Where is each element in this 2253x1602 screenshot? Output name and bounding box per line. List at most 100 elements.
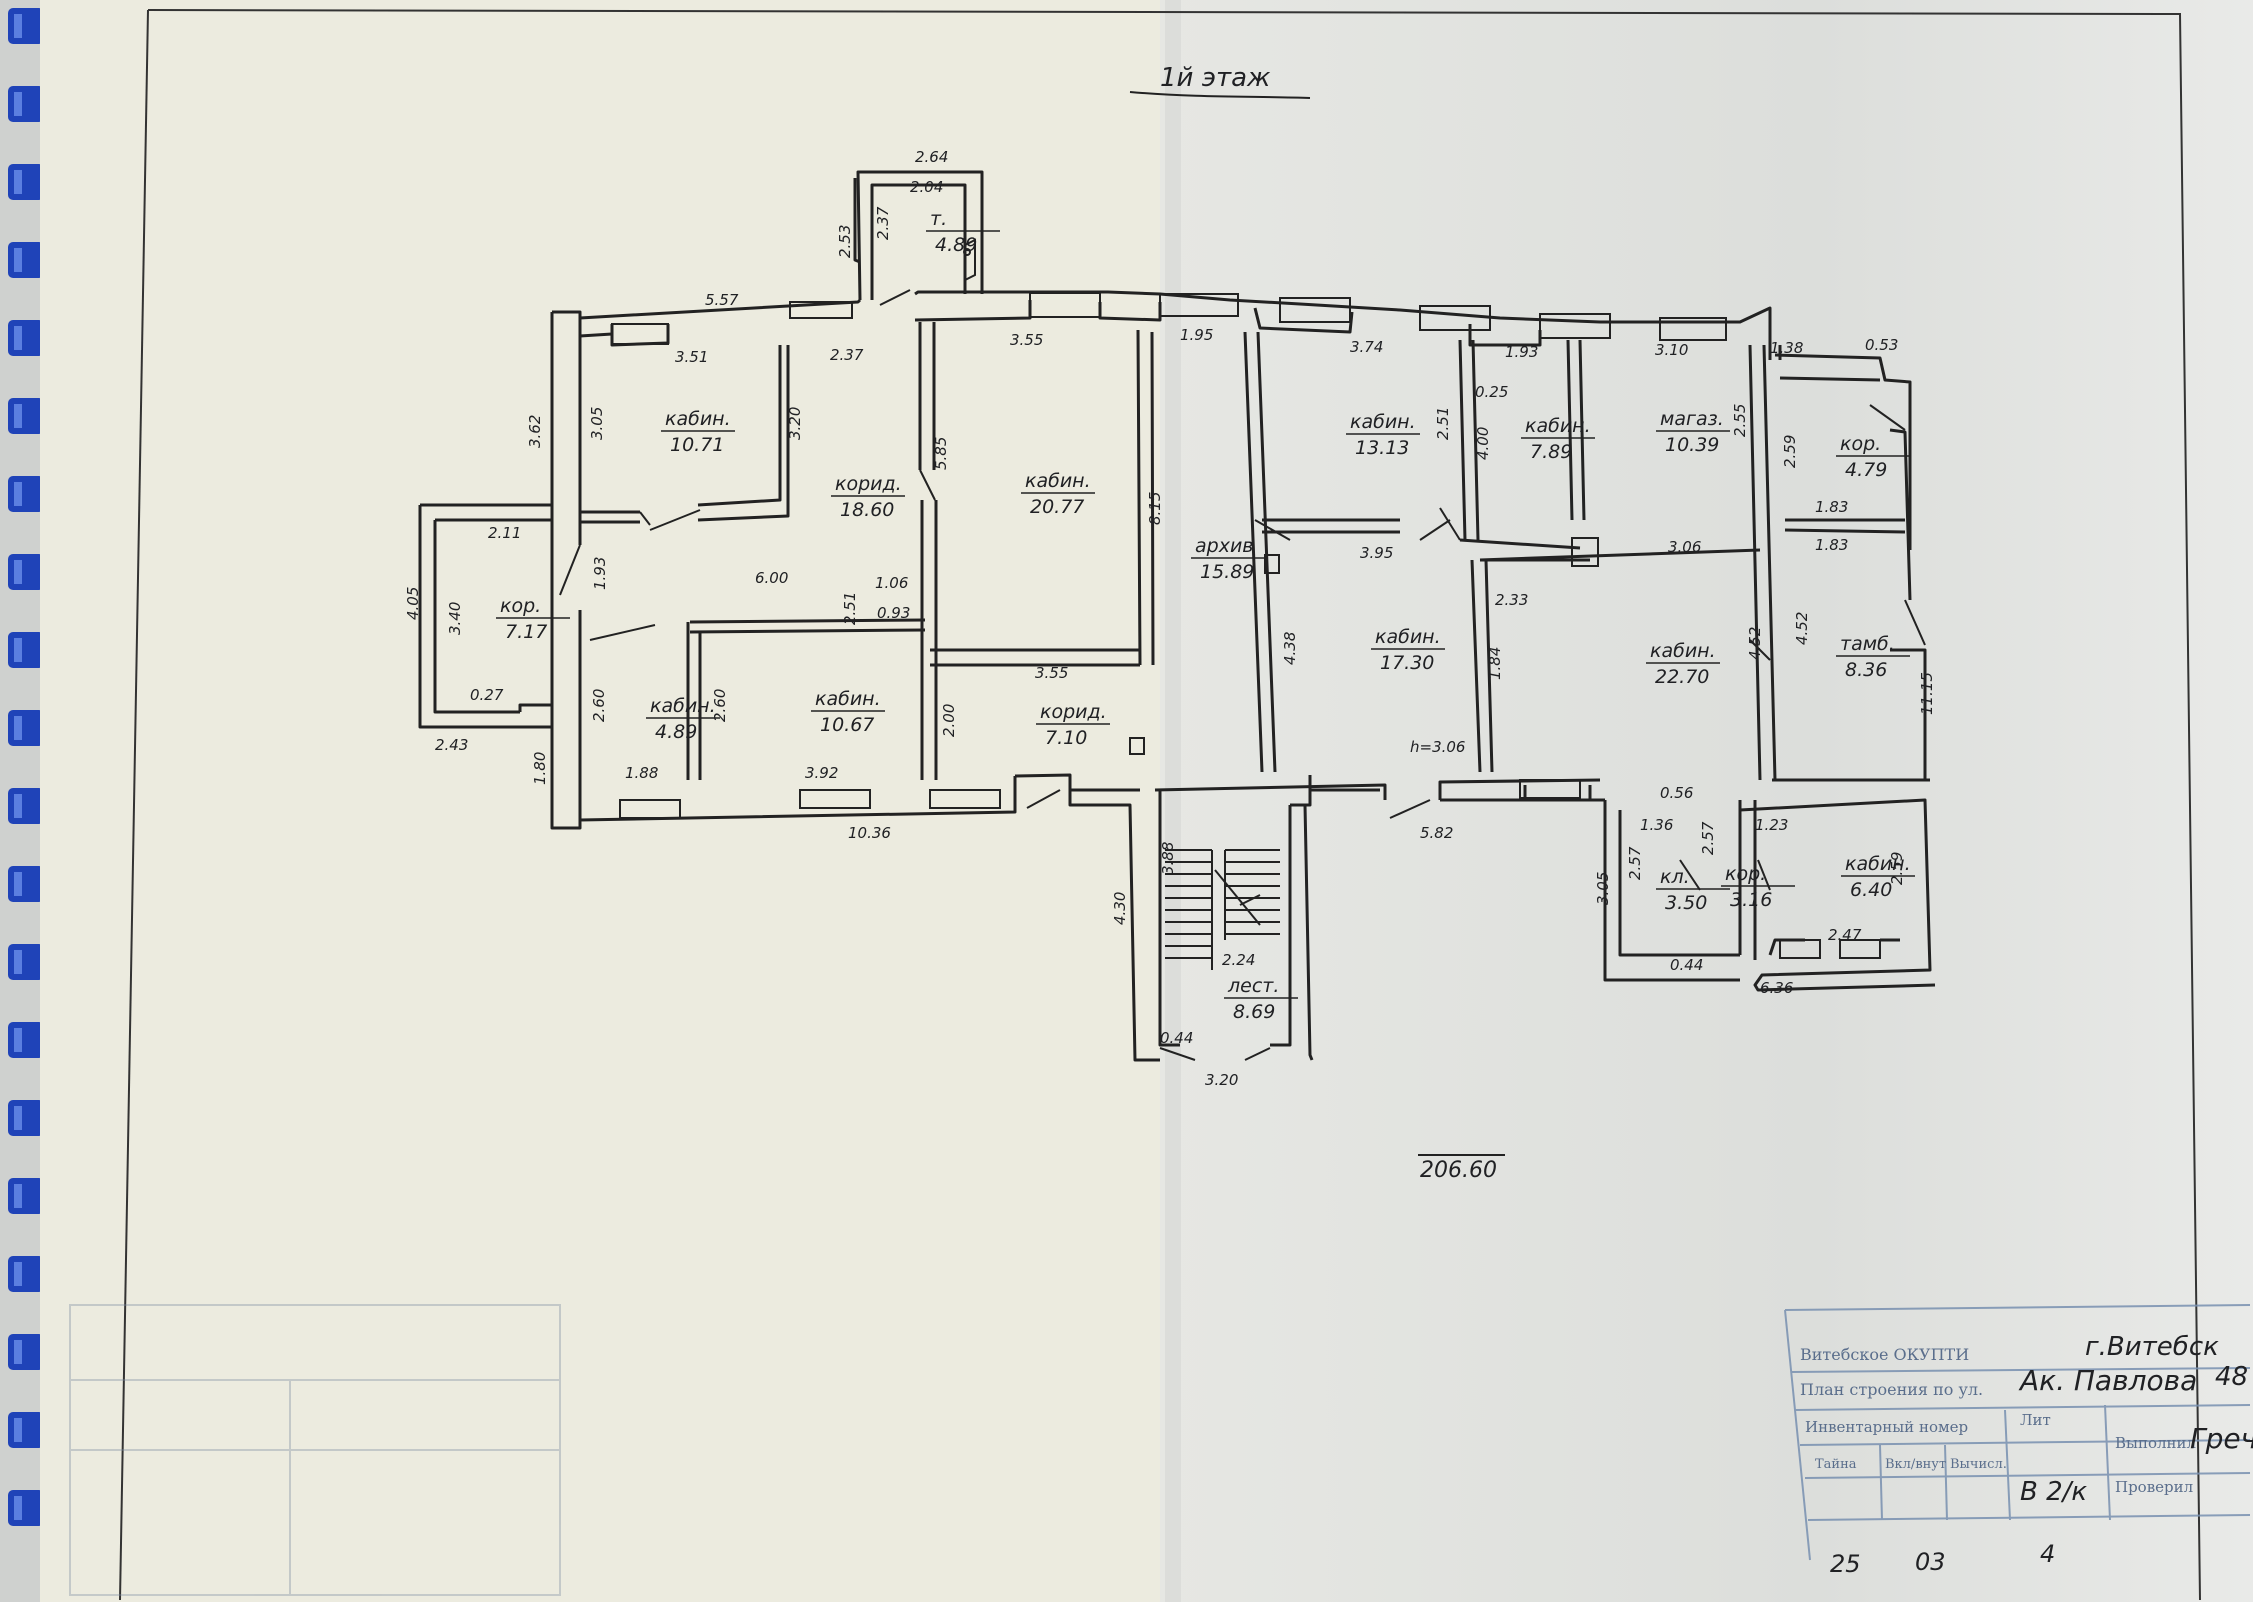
left-page xyxy=(40,0,1180,1602)
dimension-label: 2.43 xyxy=(435,736,468,754)
dimension-label: 2.59 xyxy=(1888,852,1906,885)
printed-check: Проверил xyxy=(2115,1478,2193,1496)
dimension-label: 3.95 xyxy=(1360,544,1393,562)
fixtures xyxy=(963,238,1599,755)
dimension-label: 1.80 xyxy=(531,752,549,785)
drawing-frame xyxy=(147,9,2201,1601)
room-name: кабин. xyxy=(815,688,881,710)
printed-inv: Инвентарный номер xyxy=(1805,1418,1968,1436)
dimension-label: 2.60 xyxy=(711,689,729,722)
dimension-label: 0.44 xyxy=(1670,956,1703,974)
room-area: 4.79 xyxy=(1845,459,1887,481)
dimension-label: 0.27 xyxy=(470,686,504,704)
room-area: 10.71 xyxy=(670,434,724,456)
windows xyxy=(611,292,1881,959)
dimension-label: 0.56 xyxy=(1660,784,1693,802)
dimension-label: 1.93 xyxy=(1505,343,1538,361)
doors xyxy=(559,289,1926,1061)
room-area: 4.89 xyxy=(935,234,977,256)
room-name: кор. xyxy=(1840,433,1881,455)
floor-plan-walls xyxy=(418,170,1936,1062)
room-area: 17.30 xyxy=(1380,652,1434,674)
dimension-label: 0.44 xyxy=(1160,1029,1193,1047)
dimension-label: 4.05 xyxy=(404,587,422,620)
room-name: корид. xyxy=(835,473,902,495)
dimension-label: 2.51 xyxy=(841,592,859,625)
dimension-label: 2.00 xyxy=(940,704,958,737)
dimension-label: 3.20 xyxy=(786,407,804,440)
dimension-label: 2.47 xyxy=(1828,926,1862,944)
city-handwritten: г.Витебск xyxy=(2085,1332,2219,1362)
printed-exec: Выполнил xyxy=(2115,1434,2196,1452)
printed-lit: Лит xyxy=(2020,1411,2051,1429)
dimension-label: 6.00 xyxy=(755,569,788,587)
dimension-label: 3.05 xyxy=(1594,872,1612,905)
room-name: кабин. xyxy=(1025,470,1091,492)
dimension-label: 2.11 xyxy=(488,524,521,542)
room-name: кабин. xyxy=(1845,853,1911,875)
dimension-label: 3.55 xyxy=(1035,664,1068,682)
dimension-label: 5.57 xyxy=(705,291,739,309)
room-name: лест. xyxy=(1227,975,1279,997)
footer-right: 4 xyxy=(2040,1540,2055,1568)
dimension-label: 2.37 xyxy=(874,206,892,240)
dimension-label: 6.36 xyxy=(1760,979,1793,997)
room-area: 13.13 xyxy=(1355,437,1409,459)
room-area: 3.16 xyxy=(1730,889,1772,911)
staircase xyxy=(1165,849,1280,970)
dimension-label: 1.38 xyxy=(1770,339,1803,357)
room-area: 7.10 xyxy=(1045,727,1087,749)
dimension-label: 0.53 xyxy=(1865,336,1898,354)
room-name: кор. xyxy=(500,595,541,617)
floor-title: 1й этаж xyxy=(1160,63,1271,93)
room-name: кабин. xyxy=(1375,626,1441,648)
room-name: т. xyxy=(930,208,947,230)
dimension-label: 1.23 xyxy=(1755,816,1788,834)
dimension-label: 2.59 xyxy=(1781,435,1799,468)
printed-col-1: Тайна xyxy=(1815,1457,1857,1472)
dimension-label: 10.36 xyxy=(848,824,891,842)
room-area: 8.69 xyxy=(1233,1001,1275,1023)
room-area: 6.40 xyxy=(1850,879,1892,901)
dimension-label: 2.04 xyxy=(910,178,943,196)
room-name: кабин. xyxy=(1525,415,1591,437)
dimension-label: 4.30 xyxy=(1111,892,1129,925)
dimension-label: 3.88 xyxy=(1159,842,1177,875)
room-name: кабин. xyxy=(665,408,731,430)
printed-org: Витебское ОКУПТИ xyxy=(1800,1345,1969,1364)
dimension-label: 4.38 xyxy=(1281,632,1299,665)
printed-plan: План строения по ул. xyxy=(1800,1380,1983,1399)
dimension-label: 0.25 xyxy=(1475,383,1508,401)
room-name: архив xyxy=(1195,535,1254,557)
dimension-label: 4.52 xyxy=(1793,612,1811,645)
dimension-label: 1.83 xyxy=(1815,498,1848,516)
room-name: корид. xyxy=(1040,701,1107,723)
dimension-label: 3.20 xyxy=(1205,1071,1238,1089)
dimension-label: 3.40 xyxy=(446,602,464,635)
dimension-label: 2.51 xyxy=(1434,407,1452,440)
room-area: 4.89 xyxy=(655,721,697,743)
room-area: 8.36 xyxy=(1845,659,1887,681)
printed-col-3: Вычисл. xyxy=(1950,1457,2007,1472)
room-area: 22.70 xyxy=(1655,666,1709,688)
room-name: кабин. xyxy=(1350,411,1416,433)
title-block: Витебское ОКУПТИ План строения по ул. Ин… xyxy=(1784,1304,2253,1578)
room-area: 3.50 xyxy=(1665,892,1707,914)
room-area: 18.60 xyxy=(840,499,894,521)
dimension-label: 3.55 xyxy=(1010,331,1043,349)
room-name: кл. xyxy=(1660,866,1690,888)
dimension-label: 3.05 xyxy=(588,407,606,440)
right-page-overlay xyxy=(1160,0,2253,1602)
dimension-label: 4.00 xyxy=(1474,427,1492,460)
room-name: кабин. xyxy=(1650,640,1716,662)
dimension-label: 4.52 xyxy=(1746,627,1764,660)
executor-name: Греч xyxy=(2190,1422,2253,1455)
dimension-label: 1.06 xyxy=(875,574,908,592)
dimension-label: 2.37 xyxy=(830,346,864,364)
dimension-label: 1.84 xyxy=(1486,647,1504,680)
dimension-label: 2.33 xyxy=(1495,591,1528,609)
dimension-label: 1.95 xyxy=(1180,326,1213,344)
dimension-label: 11.15 xyxy=(1918,672,1936,715)
dimension-label: 1.93 xyxy=(591,557,609,590)
